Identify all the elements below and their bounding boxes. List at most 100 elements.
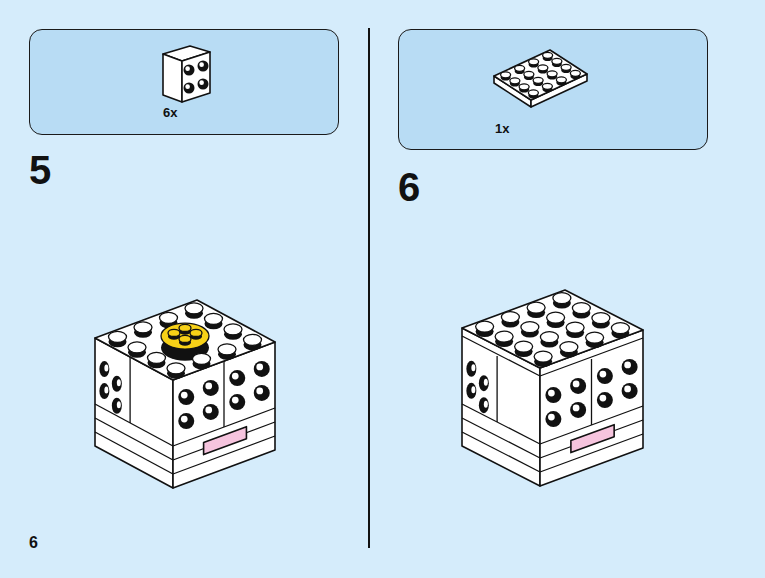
stud: [205, 313, 223, 324]
stud-highlight: [256, 388, 263, 395]
stud: [542, 83, 552, 89]
stud: [570, 70, 580, 76]
stud: [229, 394, 245, 410]
stud: [185, 303, 203, 314]
stud-highlight: [256, 364, 263, 371]
stud: [203, 380, 219, 396]
stud-highlight: [600, 395, 607, 402]
stud: [218, 344, 236, 355]
stud: [570, 378, 586, 394]
stud: [622, 359, 638, 375]
stud: [179, 335, 191, 342]
stud: [586, 332, 604, 343]
stud: [597, 368, 613, 384]
stud: [161, 323, 209, 349]
stud-highlight: [471, 386, 475, 393]
part-picture: [399, 30, 709, 151]
stud-highlight: [104, 387, 108, 394]
stud: [99, 383, 109, 399]
brick-2x2: [163, 46, 210, 102]
pink-tile: [571, 425, 614, 453]
stud: [622, 383, 638, 399]
stud: [519, 84, 529, 90]
stud: [109, 331, 127, 342]
step-6-model: [462, 290, 643, 486]
stud: [466, 361, 476, 377]
stud: [112, 376, 122, 392]
stud: [561, 64, 571, 70]
stud-highlight: [117, 379, 121, 386]
stud: [597, 392, 613, 408]
stud: [112, 398, 122, 414]
stud-highlight: [199, 80, 204, 85]
pink-tile: [204, 427, 247, 455]
stud: [198, 79, 209, 90]
stud: [229, 370, 245, 386]
stud: [99, 361, 109, 377]
stud: [572, 303, 590, 314]
step-number: 6: [398, 167, 420, 207]
brick-front: [182, 52, 210, 102]
part-picture: [30, 30, 340, 136]
brick-seam: [591, 359, 592, 425]
stud: [134, 322, 152, 333]
page-number: 6: [29, 535, 38, 551]
stud: [224, 324, 242, 335]
stud-highlight: [484, 379, 488, 386]
stud: [545, 387, 561, 403]
stud: [178, 413, 194, 429]
stud: [128, 342, 146, 353]
stud-highlight: [600, 371, 607, 378]
stud: [254, 361, 270, 377]
brick-seam: [223, 361, 224, 427]
plate-4x4: [494, 50, 587, 107]
stud-highlight: [181, 392, 188, 399]
stud: [543, 52, 553, 58]
stud-highlight: [185, 84, 190, 89]
stud: [521, 322, 539, 333]
stud-highlight: [624, 362, 631, 369]
stud: [515, 341, 533, 352]
top-face: [462, 290, 643, 368]
left-face: [462, 328, 540, 486]
part-quantity: 1x: [495, 122, 509, 135]
stud-highlight: [185, 66, 190, 71]
stud: [510, 78, 520, 84]
parts-callout-box: 6x: [29, 29, 339, 135]
stud-highlight: [205, 407, 212, 414]
stud: [515, 65, 525, 71]
stud: [160, 312, 178, 323]
stud: [545, 411, 561, 427]
stud: [479, 375, 489, 391]
stud: [552, 58, 562, 64]
stud: [556, 77, 566, 83]
stud: [524, 71, 534, 77]
stud: [203, 404, 219, 420]
plate-top: [494, 50, 587, 100]
brick-side: [163, 54, 182, 102]
stud-highlight: [573, 405, 580, 412]
stud: [566, 322, 584, 333]
stud: [479, 397, 489, 413]
stud: [553, 293, 571, 304]
stud: [244, 334, 262, 345]
stud-highlight: [548, 414, 555, 421]
part-quantity: 6x: [163, 106, 177, 119]
stud-highlight: [471, 364, 475, 371]
stud: [547, 71, 557, 77]
stud: [570, 402, 586, 418]
brick-seam: [462, 404, 540, 444]
stud: [540, 332, 558, 343]
stud: [538, 65, 548, 71]
stud: [529, 59, 539, 65]
stud: [527, 302, 545, 313]
stud: [611, 323, 629, 334]
brick-seam: [95, 404, 173, 446]
stud: [190, 329, 202, 336]
left-face: [95, 338, 173, 488]
divider-line: [368, 28, 370, 548]
stud: [254, 385, 270, 401]
stud: [528, 90, 538, 96]
stud-highlight: [232, 373, 239, 380]
stud: [168, 329, 180, 336]
